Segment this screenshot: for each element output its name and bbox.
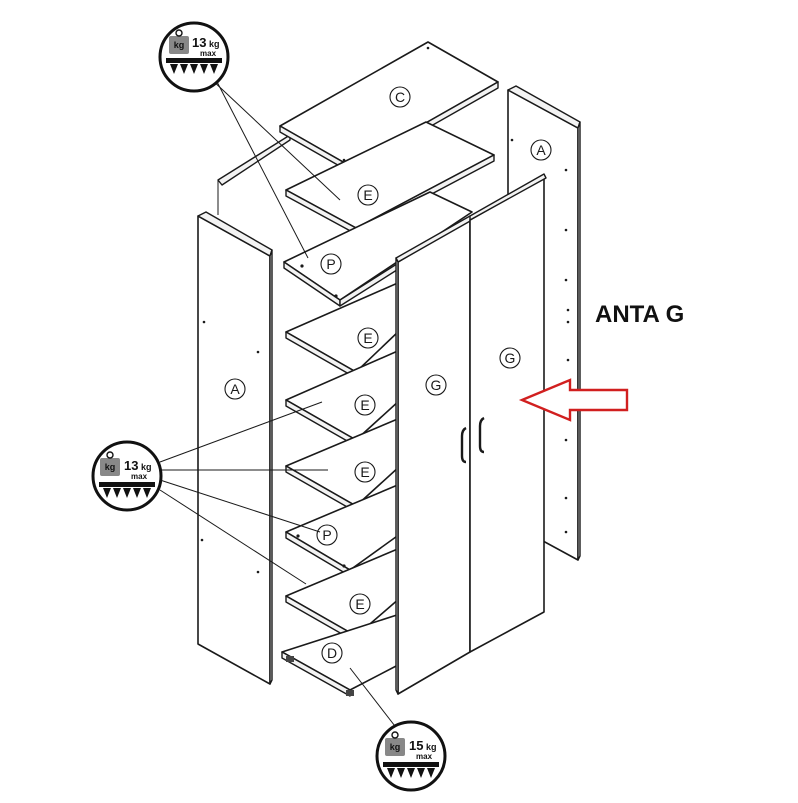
door-left-g — [395, 215, 473, 695]
svg-text:E: E — [363, 330, 372, 346]
part-label-c: C — [389, 86, 411, 108]
svg-text:15: 15 — [409, 738, 423, 753]
svg-text:max: max — [200, 49, 217, 58]
part-label-e-1: E — [357, 184, 379, 206]
door-handles — [460, 416, 485, 464]
load-badge-bottom: kg 15 kg max — [375, 720, 447, 792]
part-label-g-left: G — [425, 374, 447, 396]
part-label-e-4: E — [354, 461, 376, 483]
weight-kg-icon: kg — [100, 451, 120, 476]
part-label-g-right: G — [499, 347, 521, 369]
svg-text:G: G — [505, 350, 516, 366]
svg-text:13: 13 — [124, 458, 138, 473]
door-right-g — [469, 173, 547, 653]
part-label-d: D — [321, 642, 343, 664]
part-label-e-2: E — [357, 327, 379, 349]
load-badge-left: kg 13 kg max — [91, 440, 163, 512]
svg-text:kg: kg — [141, 462, 152, 472]
leader-lines — [159, 75, 399, 731]
svg-text:E: E — [360, 464, 369, 480]
svg-text:kg: kg — [209, 39, 220, 49]
svg-text:13: 13 — [192, 35, 206, 50]
part-label-a-left: A — [224, 378, 246, 400]
down-arrows-icon — [103, 488, 151, 498]
arrow-left-outline-icon — [518, 378, 629, 422]
svg-text:kg: kg — [390, 742, 401, 752]
part-label-p-1: P — [320, 253, 342, 275]
svg-text:P: P — [326, 256, 335, 272]
svg-text:E: E — [355, 596, 364, 612]
down-arrows-icon — [387, 768, 435, 778]
part-label-a-right: A — [530, 139, 552, 161]
svg-text:G: G — [431, 377, 442, 393]
part-label-e-5: E — [349, 593, 371, 615]
svg-text:max: max — [131, 472, 148, 481]
svg-text:kg: kg — [105, 462, 116, 472]
part-label-e-3: E — [354, 394, 376, 416]
svg-text:E: E — [360, 397, 369, 413]
svg-text:A: A — [536, 142, 546, 158]
part-label-p-2: P — [316, 524, 338, 546]
svg-text:C: C — [395, 89, 405, 105]
callout-title: ANTA G — [595, 301, 684, 328]
svg-text:A: A — [230, 381, 240, 397]
side-panel-left — [197, 211, 273, 685]
svg-text:kg: kg — [174, 40, 185, 50]
svg-text:D: D — [327, 645, 337, 661]
down-arrows-icon — [170, 64, 218, 74]
load-badge-top: kg 13 kg max — [158, 21, 230, 93]
svg-text:kg: kg — [426, 742, 437, 752]
weight-kg-icon: kg — [385, 731, 405, 756]
svg-text:E: E — [363, 187, 372, 203]
back-panel — [217, 134, 291, 215]
weight-kg-icon: kg — [169, 29, 189, 54]
svg-text:P: P — [322, 527, 331, 543]
svg-text:max: max — [416, 752, 433, 761]
